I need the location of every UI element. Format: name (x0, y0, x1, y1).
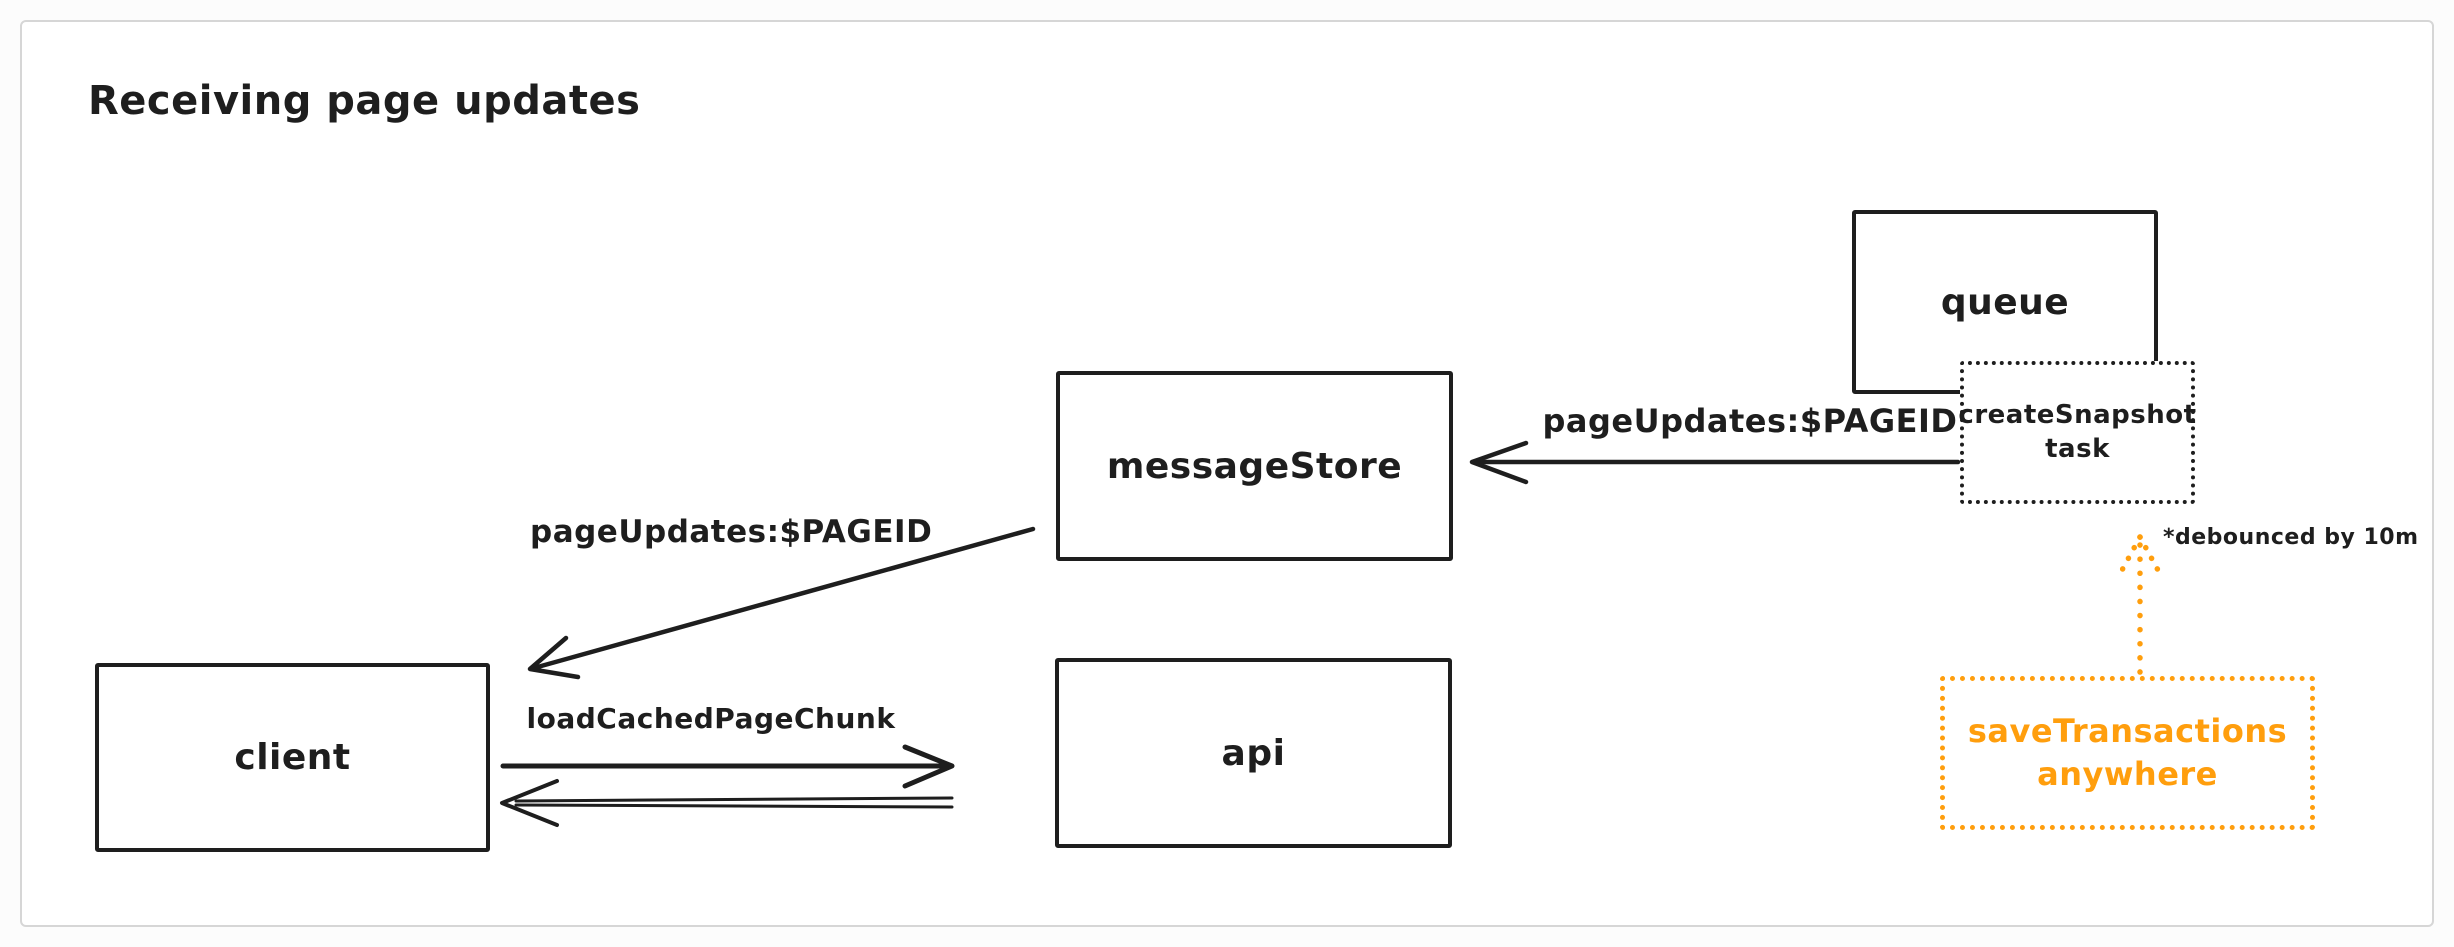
node-api: api (1055, 658, 1452, 848)
node-queue-label: queue (1940, 281, 2070, 323)
node-api-label: api (1221, 732, 1286, 774)
diagram-title: Receiving page updates (88, 78, 641, 124)
node-save-transactions: saveTransactions anywhere (1940, 676, 2315, 830)
node-message-store: messageStore (1056, 371, 1453, 561)
node-create-snapshot-task-label: createSnapshot task (1958, 399, 2197, 464)
node-message-store-label: messageStore (1106, 445, 1403, 487)
node-save-transactions-label: saveTransactions anywhere (1967, 711, 2288, 793)
debounce-annotation: *debounced by 10m (2163, 525, 2419, 550)
node-client-label: client (234, 737, 351, 778)
edge-label-pageupdates-queue-to-messagestore: pageUpdates:$PAGEID (1542, 402, 1958, 440)
node-create-snapshot-task: createSnapshot task (1958, 361, 2197, 504)
edge-label-loadcachedpagechunk: loadCachedPageChunk (526, 702, 896, 735)
node-client: client (95, 663, 490, 852)
edge-label-pageupdates-messagestore-to-client: pageUpdates:$PAGEID (530, 514, 933, 550)
